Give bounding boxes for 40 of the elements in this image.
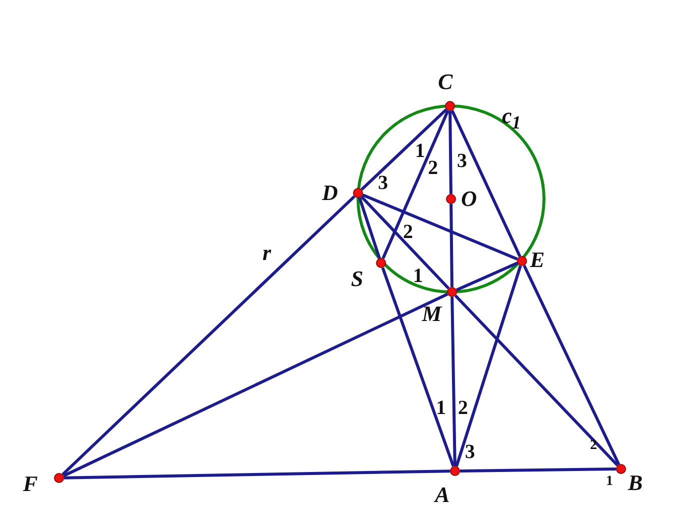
angle-number: 1 [606,473,613,491]
line-segment [362,194,518,260]
line-segment [360,196,450,290]
angle-number: 1 [436,398,446,418]
angle-number: 3 [465,442,475,462]
angle-number: 1 [415,141,425,161]
line-segment [381,267,455,467]
circle-label: c$_{1}$ [502,104,521,134]
angle-number: 2 [458,398,468,418]
point-label: O [461,187,477,211]
point-label: D [322,181,338,205]
line-segment [62,195,356,476]
angle-number: 3 [457,151,467,171]
line-segment [522,264,620,466]
line-segment [382,110,450,260]
line-segment [450,296,456,466]
line-segment [360,108,448,191]
line-segment [456,262,518,292]
line-segment [448,110,452,194]
angle-number: 2 [590,437,597,455]
line-segment [450,204,454,288]
angle-number: 2 [428,158,438,178]
point-label: C [438,70,453,94]
line-segment [64,470,450,480]
line-segment [454,294,619,466]
angle-number: 2 [403,222,413,242]
point-label: B [628,471,643,495]
point-label: E [530,248,545,272]
line-segment [358,197,381,259]
angle-number: 1 [413,266,423,286]
angle-number: 3 [378,173,388,193]
line-segment [450,110,522,258]
point-label: F [23,472,38,496]
point-label: M [422,302,442,326]
line-segment [455,265,522,467]
point-label: S [351,267,364,291]
line-segment [62,292,448,478]
edge-label: r [262,240,272,264]
point-label: A [435,483,450,507]
line-segment [460,468,616,472]
